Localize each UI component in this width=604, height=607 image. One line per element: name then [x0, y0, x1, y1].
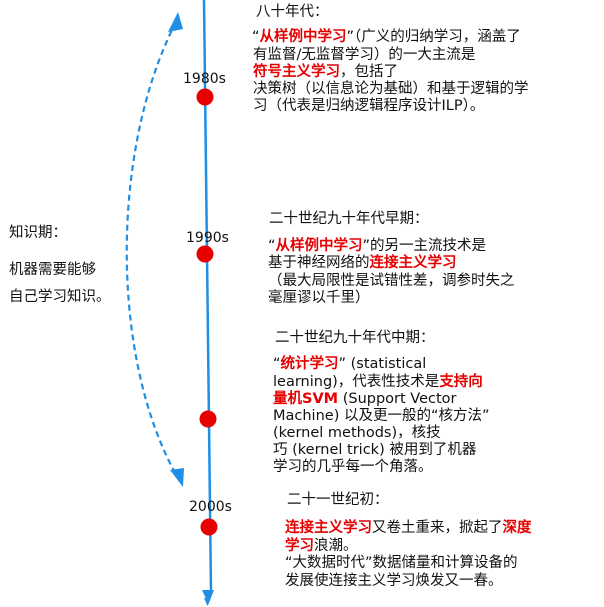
era-early-1990s-connectionism: 连接主义学习: [369, 255, 457, 271]
era-2000s-line-4: 发展使连接主义学习焕发又一春。: [285, 573, 503, 589]
era-2000s-deep-1: 深度: [502, 520, 532, 536]
era-2000s-heading: 二十一世纪初：: [287, 492, 389, 508]
era-1980s-line-1: “从样例中学习”（广义的归纳学习，涵盖了: [252, 29, 521, 45]
year-label-2000s: 2000s: [189, 499, 232, 515]
era-mid-1990s-svm-1: 支持向: [439, 374, 483, 390]
era-1980s-heading: 八十年代：: [256, 4, 329, 20]
era-1980s-line-5: 习（代表是归纳逻辑程序设计ILP）。: [253, 98, 485, 114]
milestone-dot-1990s: [196, 245, 214, 263]
era-1980s-line-4: 决策树（以信息论为基础）和基于逻辑的学: [253, 81, 529, 97]
era-early-1990s-line-1-rest: ”的另一主流技术是: [362, 238, 487, 254]
era-mid-1990s-line-1-rest: ” (statistical: [338, 356, 427, 372]
era-2000s-line-1: 连接主义学习又卷土重来，掀起了深度: [285, 520, 532, 537]
era-mid-1990s-heading: 二十世纪九十年代中期：: [275, 330, 435, 346]
era-1980s-line-3-rest: ，包括了: [340, 64, 398, 80]
era-mid-1990s-svm-2: 量机SVM: [273, 391, 339, 407]
milestone-dot-mid1990s: [199, 410, 217, 428]
era-mid-1990s-line-2-pre: learning)，代表性技术是: [273, 374, 440, 390]
era-1980s-term: 从样例中学习: [259, 29, 347, 45]
era-1980s-line-3: 符号主义学习，包括了: [253, 64, 398, 81]
era-mid-1990s-line-4: Machine) 以及更一般的“核方法”: [273, 408, 490, 424]
era-2000s-line-2: 学习浪潮。: [285, 538, 358, 555]
era-early-1990s-term: 从样例中学习: [275, 238, 363, 254]
milestone-dot-1980s: [196, 88, 214, 106]
era-1980s-line-1-rest: ”（广义的归纳学习，涵盖了: [346, 29, 521, 45]
era-mid-1990s-line-6: 巧 (kernel trick) 被用到了机器: [273, 442, 477, 458]
era-mid-1990s-line-2: learning)，代表性技术是支持向: [273, 374, 483, 391]
year-label-1980s: 1980s: [183, 71, 226, 87]
milestone-dot-2000s: [200, 518, 218, 536]
era-early-1990s-line-2: 基于神经网络的连接主义学习: [268, 255, 457, 272]
era-early-1990s-line-1: “从样例中学习”的另一主流技术是: [268, 238, 487, 254]
era-2000s-deep-2: 学习: [285, 538, 314, 554]
era-2000s-line-2-rest: 浪潮。: [314, 538, 358, 554]
era-early-1990s-heading: 二十世纪九十年代早期：: [269, 211, 429, 227]
timeline-arrowhead-icon-2: [202, 590, 214, 604]
left-panel-line-2: 自己学习知识。: [9, 289, 111, 305]
era-1980s-symbolism: 符号主义学习: [253, 64, 340, 80]
era-early-1990s-line-2-pre: 基于神经网络的: [268, 255, 370, 271]
era-2000s-line-1-mid: 又卷土重来，掀起了: [372, 520, 503, 536]
bracket-arrow-bottom-icon: [170, 468, 184, 487]
era-early-1990s-line-4: 毫厘谬以千里）: [268, 290, 370, 306]
bracket-arrow-top-icon: [168, 12, 183, 32]
era-2000s-line-3: “大数据时代”数据储量和计算设备的: [285, 555, 518, 571]
period-bracket-curve: [125, 21, 179, 479]
left-panel-title: 知识期：: [9, 225, 67, 241]
era-mid-1990s-term: 统计学习: [280, 356, 339, 372]
era-mid-1990s-line-7: 学习的几乎每一个角落。: [273, 459, 433, 475]
left-panel-line-1: 机器需要能够: [9, 262, 96, 278]
era-mid-1990s-line-1: “统计学习” (statistical: [273, 356, 427, 372]
era-mid-1990s-line-3-rest: (Support Vector: [338, 391, 457, 407]
era-early-1990s-line-3: （最大局限性是试错性差，调参时失之: [268, 273, 515, 289]
era-1980s-line-2: 有监督/无监督学习）的一大主流是: [253, 47, 476, 63]
era-mid-1990s-line-3: 量机SVM (Support Vector: [273, 391, 457, 408]
year-label-1990s: 1990s: [186, 230, 229, 246]
era-mid-1990s-line-5: (kernel methods)，核技: [273, 425, 441, 441]
era-2000s-connectionism: 连接主义学习: [285, 520, 372, 536]
